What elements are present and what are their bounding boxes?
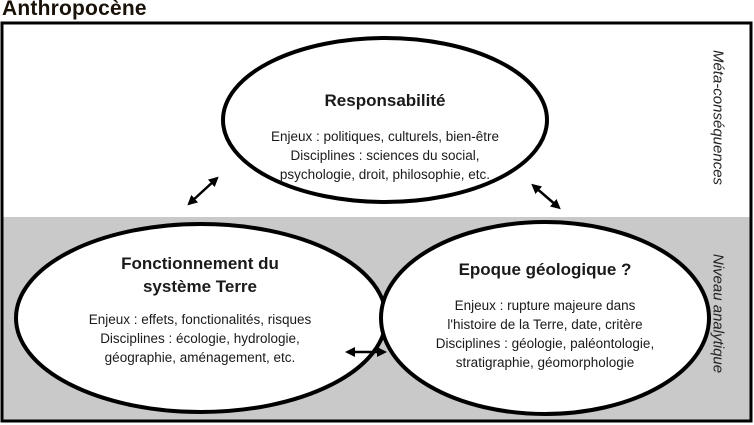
node-line: Enjeux : politiques, culturels, bien-êtr…: [270, 129, 500, 144]
node-line: l'histoire de la Terre, date, critère: [447, 317, 643, 332]
node-line: géographie, aménagement, etc.: [104, 350, 296, 365]
node-responsabilite: Responsabilité Enjeux : politiques, cult…: [235, 89, 535, 184]
node-systeme-terre: Fonctionnement du système Terre Enjeux :…: [50, 252, 350, 367]
node-epoque: Epoque géologique ? Enjeux : rupture maj…: [395, 258, 695, 372]
node-line: Disciplines : sciences du social,: [290, 148, 480, 163]
level-label-meta: Méta-conséquences: [709, 49, 727, 186]
node-line: stratigraphie, géomorphologie: [455, 355, 635, 370]
ellipse-epoque: [379, 220, 711, 416]
node-line: psychologie, droit, philosophie, etc.: [279, 167, 491, 182]
diagram-title: Anthropocène: [2, 0, 147, 20]
outer-frame: [0, 21, 753, 423]
node-heading: Epoque géologique ?: [458, 260, 632, 279]
node-line: Enjeux : effets, fonctionalités, risques: [88, 312, 312, 327]
node-heading: Responsabilité: [324, 91, 446, 110]
node-line: Disciplines : géologie, paléontologie,: [435, 336, 655, 351]
level-label-analytic: Niveau analytique: [709, 253, 727, 374]
arrow-resp-epoque: [531, 183, 561, 210]
ellipse-responsabilite: [221, 36, 549, 204]
node-heading: système Terre: [142, 277, 258, 296]
node-heading: Fonctionnement du: [121, 254, 279, 273]
node-line: Enjeux : rupture majeure dans: [454, 298, 636, 313]
arrow-resp-systeme: [187, 176, 219, 206]
node-line: Disciplines : écologie, hydrologie,: [100, 331, 300, 346]
